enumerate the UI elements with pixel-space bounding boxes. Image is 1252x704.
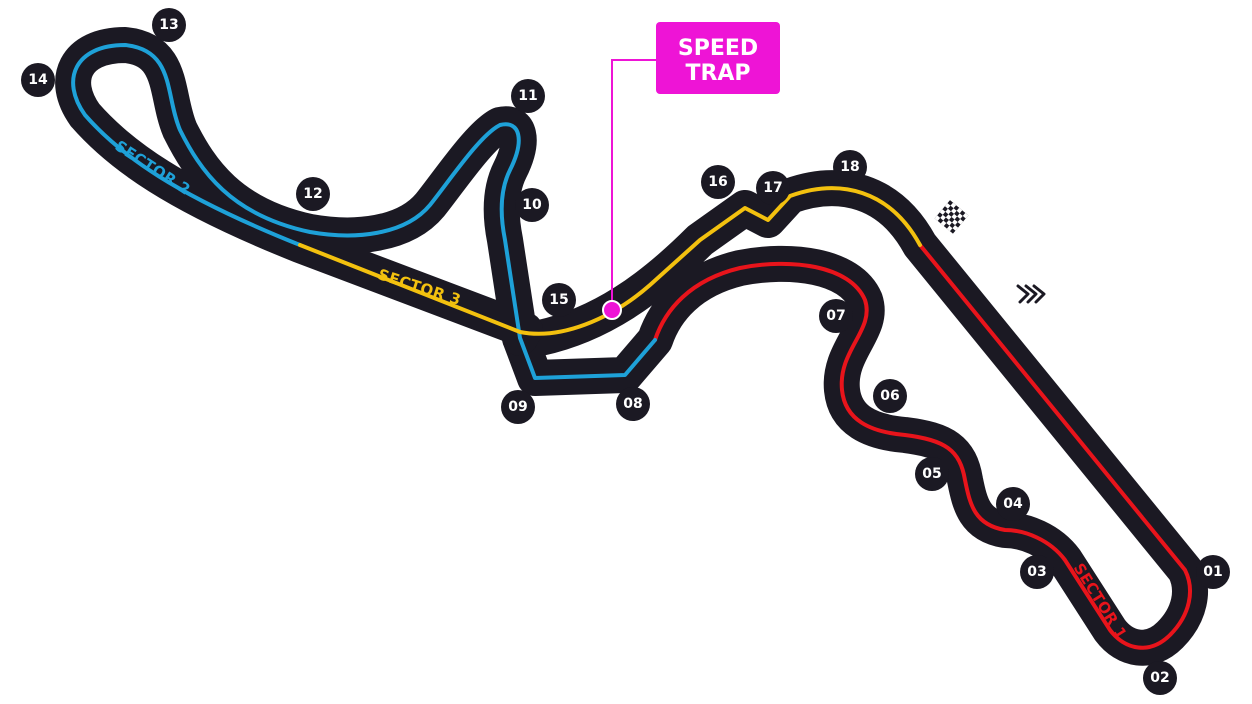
turn-badge-16: 16 [701, 165, 735, 199]
turn-badge-02: 02 [1143, 661, 1177, 695]
turn-badge-03: 03 [1020, 555, 1054, 589]
turn-badge-circle [1196, 555, 1230, 589]
turn-number: 08 [623, 396, 642, 412]
turn-badge-circle [819, 299, 853, 333]
turn-badge-04: 04 [996, 487, 1030, 521]
turn-number: 11 [518, 88, 537, 104]
turn-badge-11: 11 [511, 79, 545, 113]
turn-badge-circle [1143, 661, 1177, 695]
turn-number: 15 [549, 292, 568, 308]
turn-number: 13 [159, 17, 178, 33]
turn-badge-circle [1020, 555, 1054, 589]
turn-badge-circle [616, 387, 650, 421]
turn-badge-05: 05 [915, 457, 949, 491]
speed-trap-line1: SPEED [678, 36, 758, 61]
turn-badge-circle [756, 171, 790, 205]
turn-number: 18 [840, 159, 859, 175]
turn-badge-14: 14 [21, 63, 55, 97]
speed-trap-box [656, 22, 780, 94]
turn-badge-circle [296, 177, 330, 211]
speed-trap: SPEED TRAP [602, 22, 780, 320]
turn-number: 03 [1027, 564, 1046, 580]
turn-number: 16 [708, 174, 727, 190]
turn-badge-18: 18 [833, 150, 867, 184]
turn-badge-10: 10 [515, 188, 549, 222]
turn-number: 01 [1203, 564, 1222, 580]
turn-number: 04 [1003, 496, 1023, 512]
turn-badge-circle [701, 165, 735, 199]
turn-badge-circle [21, 63, 55, 97]
turn-number: 06 [880, 388, 899, 404]
direction-chevrons-icon [1016, 284, 1046, 304]
sector-3-line [298, 186, 922, 336]
turn-badge-17: 17 [756, 171, 790, 205]
turn-badges: 01 02 03 04 05 06 07 08 09 10 11 12 13 14 15 16 17 18 [21, 8, 1230, 695]
turn-number: 17 [763, 180, 782, 196]
turn-badge-circle [915, 457, 949, 491]
sector-1-line [653, 243, 1192, 650]
turn-number: 12 [303, 186, 322, 202]
turn-badge-circle [152, 8, 186, 42]
turn-number: 02 [1150, 670, 1169, 686]
turn-badge-circle [501, 390, 535, 424]
turn-badge-15: 15 [542, 283, 576, 317]
turn-number: 10 [522, 197, 542, 213]
turn-number: 05 [922, 466, 941, 482]
checkered-flag-icon [934, 200, 969, 234]
turn-badge-circle [873, 379, 907, 413]
speed-trap-marker [602, 300, 622, 320]
sector-2-line [71, 43, 657, 380]
turn-number: 09 [508, 399, 527, 415]
turn-badge-circle [511, 79, 545, 113]
speed-trap-leader-line [611, 59, 656, 310]
turn-badge-06: 06 [873, 379, 907, 413]
turn-badge-07: 07 [819, 299, 853, 333]
turn-number: 07 [826, 308, 845, 324]
turn-badge-circle [833, 150, 867, 184]
turn-badge-circle [542, 283, 576, 317]
turn-badge-circle [515, 188, 549, 222]
speed-trap-line2: TRAP [685, 61, 750, 86]
turn-badge-circle [996, 487, 1030, 521]
turn-number: 14 [28, 72, 48, 88]
turn-badge-12: 12 [296, 177, 330, 211]
turn-badge-09: 09 [501, 390, 535, 424]
turn-badge-13: 13 [152, 8, 186, 42]
turn-badge-01: 01 [1196, 555, 1230, 589]
turn-badge-08: 08 [616, 387, 650, 421]
